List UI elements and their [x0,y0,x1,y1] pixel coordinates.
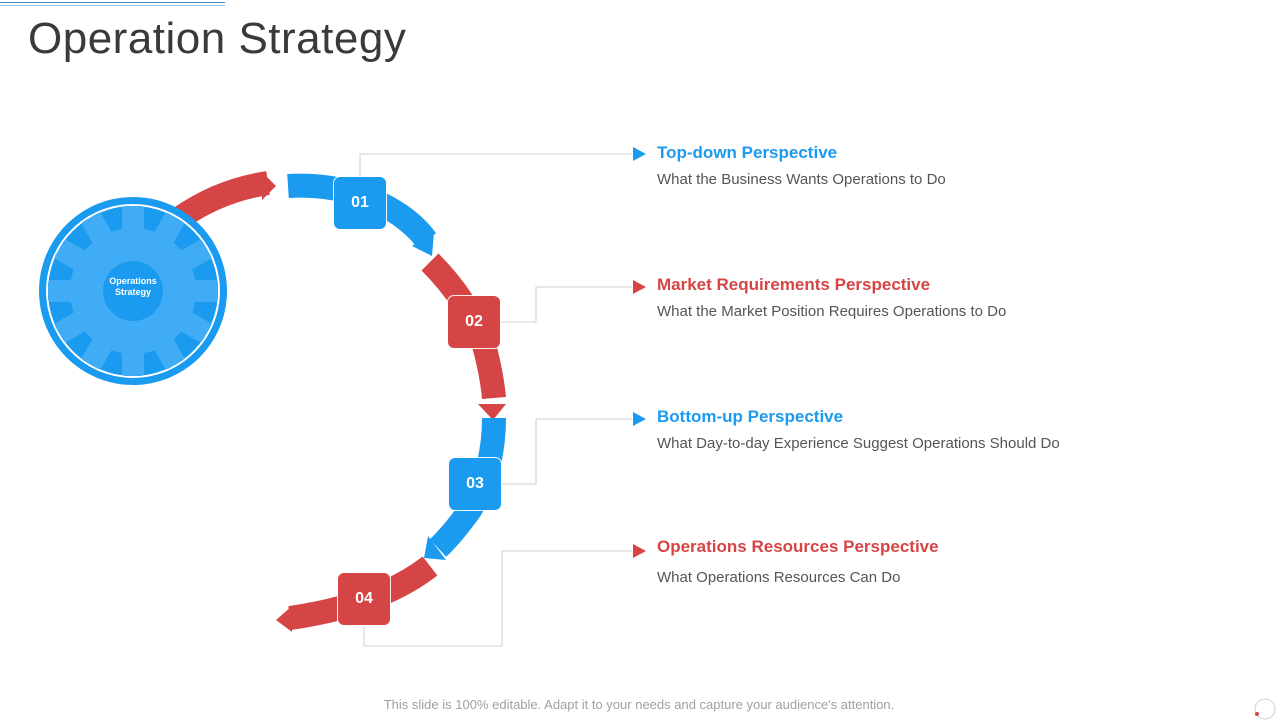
perspective-item-1: Top-down Perspective What the Business W… [657,143,946,188]
perspective-item-4: Operations Resources Perspective What Op… [657,537,939,586]
perspective-description: What Operations Resources Can Do [657,569,901,586]
arc-segment-blue-1 [287,173,436,247]
perspective-title: Bottom-up Perspective [657,407,844,426]
arc-head-red-1 [478,404,506,420]
perspective-description: What the Business Wants Operations to Do [657,171,946,188]
top-accent-line [0,2,225,3]
arc-tail-red-2 [276,606,292,632]
perspective-description: What Day-to-day Experience Suggest Opera… [657,435,1060,452]
perspective-title: Operations Resources Perspective [657,537,939,556]
loading-icon [1254,698,1276,720]
gear-icon [39,197,227,385]
step-badge-02: 02 [448,296,500,348]
step-badge-03: 03 [449,458,501,510]
top-accent-line-secondary [0,5,225,6]
perspective-description: What the Market Position Requires Operat… [657,303,1007,320]
connector-02 [500,286,632,323]
center-label: Operations Strategy [109,276,157,297]
perspective-title: Market Requirements Perspective [657,275,931,294]
page-title: Operation Strategy [28,14,407,63]
connector-01 [359,153,632,178]
connector-03 [500,418,632,485]
arrowhead-04 [633,544,646,558]
arc-head-red-top [262,172,276,200]
arrowhead-03 [633,412,646,426]
perspective-title: Top-down Perspective [657,143,838,162]
arrowhead-01 [633,147,646,161]
connector-lines [359,153,632,647]
arc-head-blue-1 [412,232,434,256]
perspective-item-3: Bottom-up Perspective What Day-to-day Ex… [657,407,1060,452]
step-badge-01: 01 [334,177,386,229]
footer-note: This slide is 100% editable. Adapt it to… [383,697,895,712]
step-badge-04: 04 [338,573,390,625]
connector-04 [363,550,632,647]
arc-head-blue-2 [424,536,446,560]
arc-segment-red-top [173,171,270,228]
arrowhead-02 [633,280,646,294]
perspective-item-2: Market Requirements Perspective What the… [657,275,1006,320]
